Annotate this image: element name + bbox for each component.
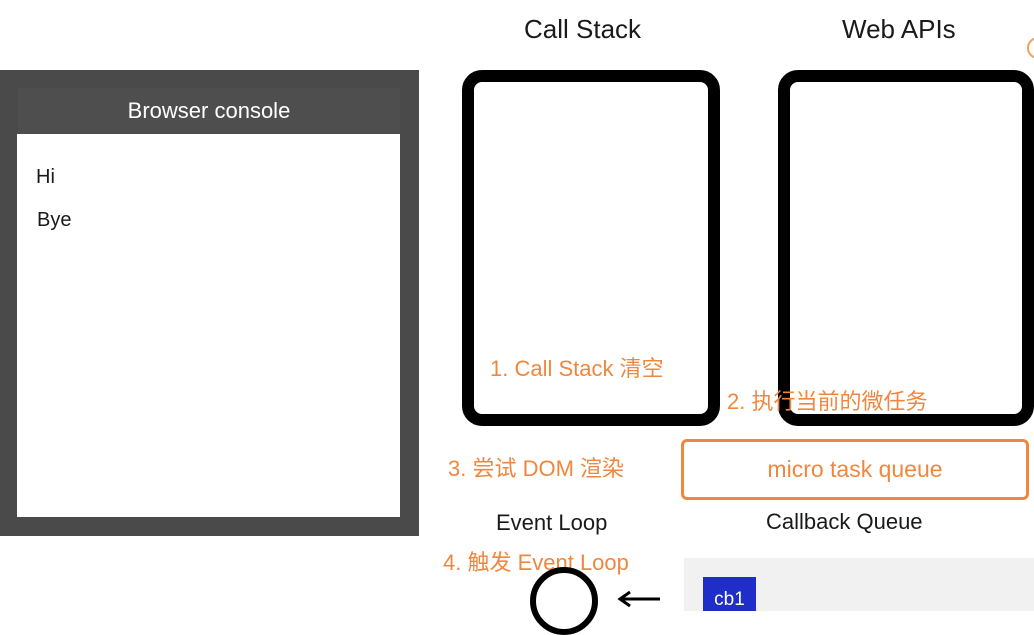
console-line-hi: Hi xyxy=(36,166,55,188)
browser-console-output: Hi Bye xyxy=(17,134,400,517)
micro-task-queue: micro task queue xyxy=(681,439,1029,500)
console-line-bye: Bye xyxy=(37,209,72,231)
edge-mark-icon xyxy=(1027,37,1034,59)
call-stack-heading: Call Stack xyxy=(524,14,642,44)
step-4-label: 4. 触发 Event Loop xyxy=(443,550,629,575)
browser-console-title: Browser console xyxy=(18,88,400,134)
callback-queue-label: Callback Queue xyxy=(766,509,923,534)
step-1-label: 1. Call Stack 清空 xyxy=(490,356,664,381)
callback-item-cb1: cb1 xyxy=(703,577,756,611)
web-apis-heading: Web APIs xyxy=(842,14,956,44)
arrow-left-icon xyxy=(617,590,660,608)
event-loop-label: Event Loop xyxy=(496,510,608,535)
call-stack-box xyxy=(462,70,720,426)
web-apis-box xyxy=(778,70,1034,426)
step-2-label: 2. 执行当前的微任务 xyxy=(727,389,928,414)
step-3-label: 3. 尝试 DOM 渲染 xyxy=(448,456,625,481)
circular-arrow-icon xyxy=(530,567,598,635)
